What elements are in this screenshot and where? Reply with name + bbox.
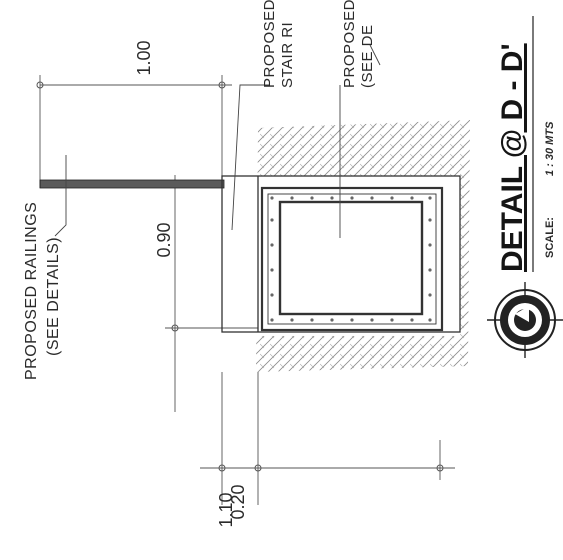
note-railings-line1: PROPOSED RAILINGS <box>23 202 40 380</box>
railing-bar <box>39 179 225 189</box>
dim-middle: 0.90 <box>154 222 174 257</box>
note-detail-line2: (SEE DE <box>359 24 376 88</box>
scale-label: SCALE: <box>544 217 556 258</box>
note-detail-line1: PROPOSED <box>341 0 358 88</box>
note-stair-line2: STAIR RI <box>279 22 296 88</box>
soil-hatching <box>222 120 470 372</box>
note-stair-line1: PROPOSED <box>261 0 278 88</box>
detail-title: DETAIL @ D - D' <box>496 43 529 272</box>
scale-value: 1 : 30 MTS <box>544 121 556 176</box>
stair-structure <box>221 175 461 333</box>
dimension-ticks <box>36 81 444 472</box>
dim-left-large: 1.10 <box>216 492 236 527</box>
rivet-dots <box>270 196 432 322</box>
section-marker-icon <box>487 282 563 358</box>
dim-top: 1.00 <box>134 40 154 75</box>
leader-lines <box>54 44 381 238</box>
dimension-lines <box>39 75 455 505</box>
title-block: DETAIL @ D - D' SCALE: 1 : 30 MTS <box>496 16 556 272</box>
dim-left-small: 0.20 <box>228 484 248 519</box>
note-railings-line2: (SEE DETAILS) <box>45 237 62 356</box>
